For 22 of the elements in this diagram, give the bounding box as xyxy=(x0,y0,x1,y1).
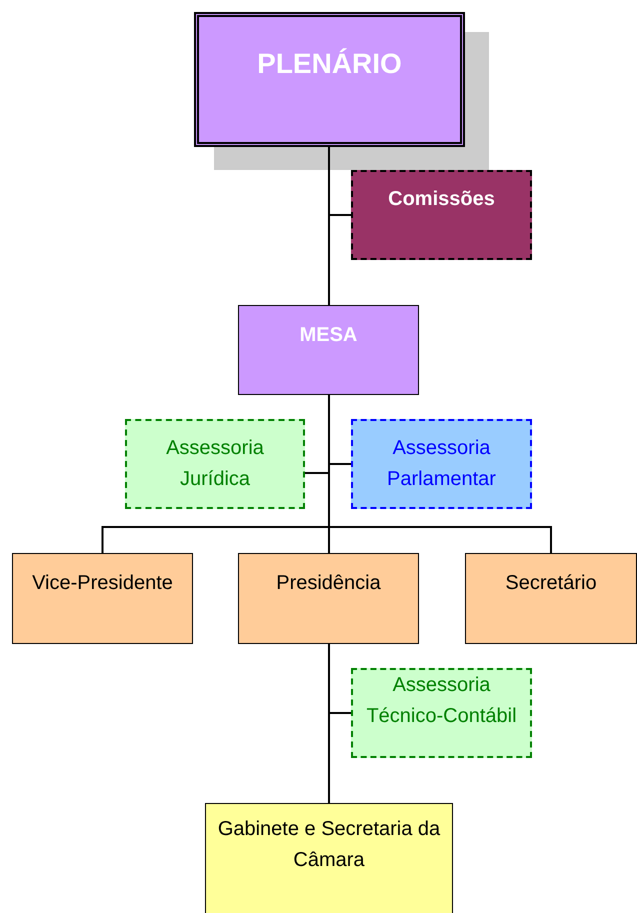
process-box xyxy=(12,553,193,644)
box-label: Presidência xyxy=(275,571,382,596)
box-label: Gabinete e Secretaria da Câmara xyxy=(216,817,442,873)
box-label: Secretário xyxy=(504,571,598,596)
box-label: Assessoria Jurídica xyxy=(165,436,265,492)
box-label: Vice-Presidente xyxy=(31,571,174,596)
box-label: Comissões xyxy=(387,187,496,212)
process-box xyxy=(238,305,419,395)
box-label: PLENÁRIO xyxy=(256,47,403,81)
dashed-box xyxy=(125,419,305,509)
process-box xyxy=(465,553,637,644)
connector-line xyxy=(328,644,330,803)
dashed-box xyxy=(351,668,532,758)
process-box xyxy=(238,553,419,644)
dashed-box xyxy=(351,170,532,260)
box-label: Assessoria Técnico-Contábil xyxy=(365,673,518,729)
title-box xyxy=(194,12,465,147)
process-box xyxy=(205,803,453,913)
box-label: MESA xyxy=(298,323,358,348)
connector-line xyxy=(328,395,552,553)
dashed-box xyxy=(351,419,532,509)
box-label: Assessoria Parlamentar xyxy=(386,436,497,492)
